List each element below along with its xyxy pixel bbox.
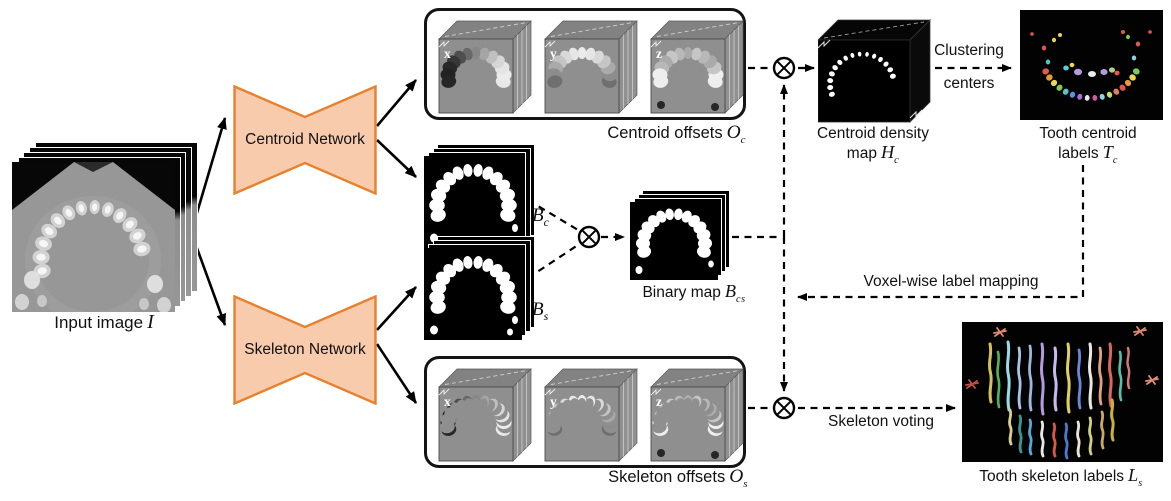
centroid-dots-u bbox=[1042, 68, 1140, 101]
binary-map-c-stack bbox=[424, 144, 536, 248]
clustering-centers-label-line2: centers bbox=[943, 75, 995, 92]
skeleton-scribbles bbox=[965, 326, 1159, 389]
axis-label: y bbox=[550, 46, 557, 61]
tooth-skeleton-labels-image bbox=[962, 322, 1163, 462]
arrow-centroid-network-to-offsets bbox=[376, 79, 417, 127]
axis-label: z bbox=[656, 46, 662, 61]
skeleton-network-label: Skeleton Network bbox=[244, 341, 366, 358]
multiply-node-binary bbox=[577, 225, 601, 249]
axis-label: x bbox=[444, 394, 451, 409]
centroid-network-label: Centroid Network bbox=[245, 131, 365, 148]
ct-teeth-arch bbox=[32, 200, 151, 279]
centroid-density-map bbox=[817, 18, 934, 129]
input-image-stack bbox=[12, 142, 210, 324]
ct-bright-blobs bbox=[15, 271, 171, 313]
arrow-centroid-network-to-bc bbox=[376, 139, 417, 178]
skeleton-voting-label: Skeleton voting bbox=[828, 413, 934, 430]
density-dots-arch bbox=[827, 51, 896, 97]
binary-map-c-label: Bc bbox=[532, 205, 550, 229]
offset-volume-x: x bbox=[438, 20, 532, 114]
tooth-centroid-labels-image bbox=[1020, 10, 1163, 120]
skeleton-strokes bbox=[988, 340, 1131, 460]
voxel-mapping-label: Voxel-wise label mapping bbox=[863, 273, 1039, 290]
offset-arch-x bbox=[440, 47, 512, 88]
skeleton-network: Skeleton Network bbox=[233, 295, 377, 405]
offset-arch-y bbox=[546, 47, 618, 88]
centroid-network-shape bbox=[233, 85, 377, 195]
offset-volume-y: y bbox=[544, 20, 638, 114]
arrow-skeleton-network-to-offsets bbox=[375, 343, 418, 404]
offset-volume-z: z bbox=[650, 20, 744, 114]
offset-arch-z bbox=[651, 395, 725, 436]
binary-map-cs-stack bbox=[630, 190, 732, 282]
axis-label: y bbox=[550, 394, 557, 409]
clustering-centers-label-line1: Clustering bbox=[934, 42, 1004, 59]
binary-teeth-arch bbox=[636, 208, 712, 258]
ct-slice-image bbox=[12, 162, 175, 324]
offset-volume-x: x bbox=[438, 368, 532, 462]
centroid-offsets-box: x y z bbox=[424, 8, 746, 120]
offset-arch-x bbox=[439, 395, 513, 436]
axis-label: x bbox=[444, 46, 451, 61]
offset-arch-y bbox=[545, 395, 619, 436]
binary-teeth-arch bbox=[429, 256, 517, 314]
multiply-node-skeleton bbox=[772, 396, 796, 420]
centroid-network: Centroid Network bbox=[233, 85, 377, 195]
skeleton-network-shape bbox=[233, 295, 377, 405]
skeleton-offsets-box: x y z bbox=[424, 356, 746, 468]
binary-map-s-label: Bs bbox=[532, 299, 549, 323]
offset-volume-y: y bbox=[544, 368, 638, 462]
arrow-skeleton-network-to-bs bbox=[376, 286, 417, 331]
offset-arch-z bbox=[652, 47, 724, 88]
axis-label: z bbox=[656, 394, 662, 409]
multiply-node-centroid bbox=[772, 56, 796, 80]
binary-map-s-stack bbox=[424, 236, 536, 340]
binary-teeth-arch bbox=[429, 164, 517, 222]
offset-volume-z: z bbox=[650, 368, 744, 462]
